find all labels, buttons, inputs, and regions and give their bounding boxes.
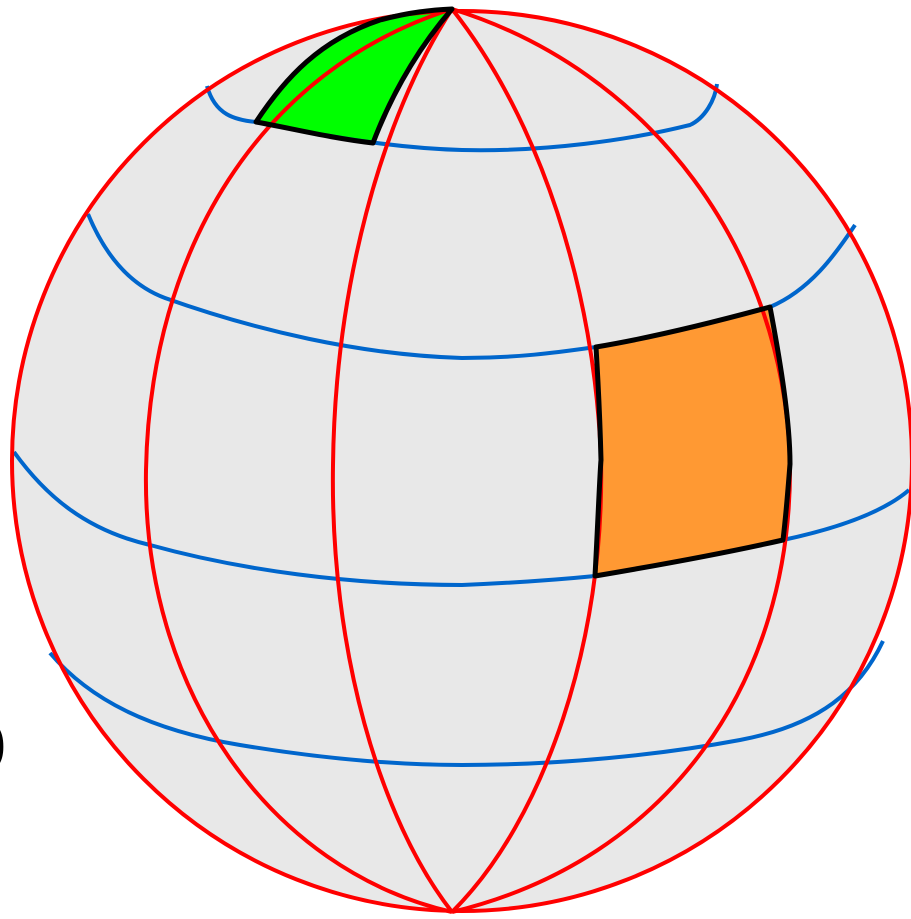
edge-text-fragment: o [0, 700, 10, 780]
edge-glyph: o [0, 700, 7, 780]
equatorial-cell [595, 307, 790, 576]
